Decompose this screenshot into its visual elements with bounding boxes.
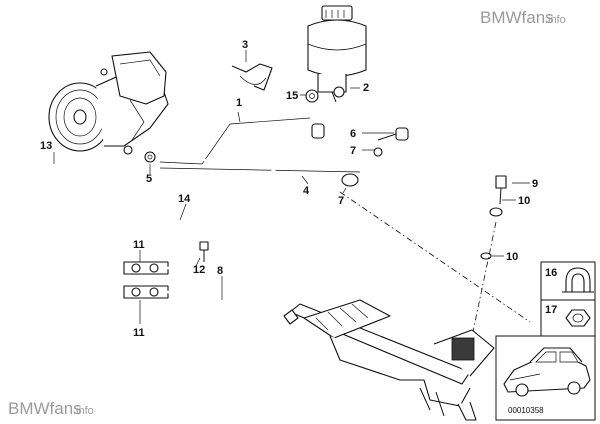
cooling-coil <box>2 158 122 327</box>
callout-3: 3 <box>242 39 248 51</box>
line-fittings <box>123 261 169 299</box>
watermark-bottom-brand: BMWfans <box>8 399 82 418</box>
nut-icon <box>565 309 591 327</box>
callout-7-lower: 7 <box>338 195 344 207</box>
watermark-bottom-tld: .info <box>73 405 94 417</box>
callout-9: 9 <box>532 178 538 190</box>
callout-6: 6 <box>350 128 356 140</box>
callout-10-lower: 10 <box>506 251 518 263</box>
callout-14: 14 <box>178 193 191 205</box>
callout-13: 13 <box>40 140 52 152</box>
inset-panels <box>495 261 596 421</box>
clip-icon <box>562 267 594 293</box>
callout-12: 12 <box>193 264 205 276</box>
hose-clamp <box>231 63 273 91</box>
callout-1: 1 <box>236 97 242 109</box>
callout-17: 17 <box>545 304 557 316</box>
callout-7-upper: 7 <box>350 145 356 157</box>
callout-15: 15 <box>286 90 298 102</box>
callout-10-upper: 10 <box>518 195 530 207</box>
steering-pump <box>48 51 169 155</box>
car-icon <box>503 347 591 397</box>
watermark-top-brand: BMWfans <box>480 8 554 27</box>
diagram-reference-number: 00010358 <box>508 406 544 415</box>
callout-8: 8 <box>217 265 223 277</box>
callout-16: 16 <box>545 267 557 279</box>
fluid-reservoir <box>307 5 367 103</box>
callout-5: 5 <box>146 173 152 185</box>
callout-2: 2 <box>363 82 369 94</box>
callout-11-upper: 11 <box>133 239 145 251</box>
callout-4: 4 <box>303 185 310 197</box>
callout-11-lower: 11 <box>133 327 145 339</box>
steering-rack <box>283 299 495 421</box>
watermark-top-tld: .info <box>545 14 566 26</box>
